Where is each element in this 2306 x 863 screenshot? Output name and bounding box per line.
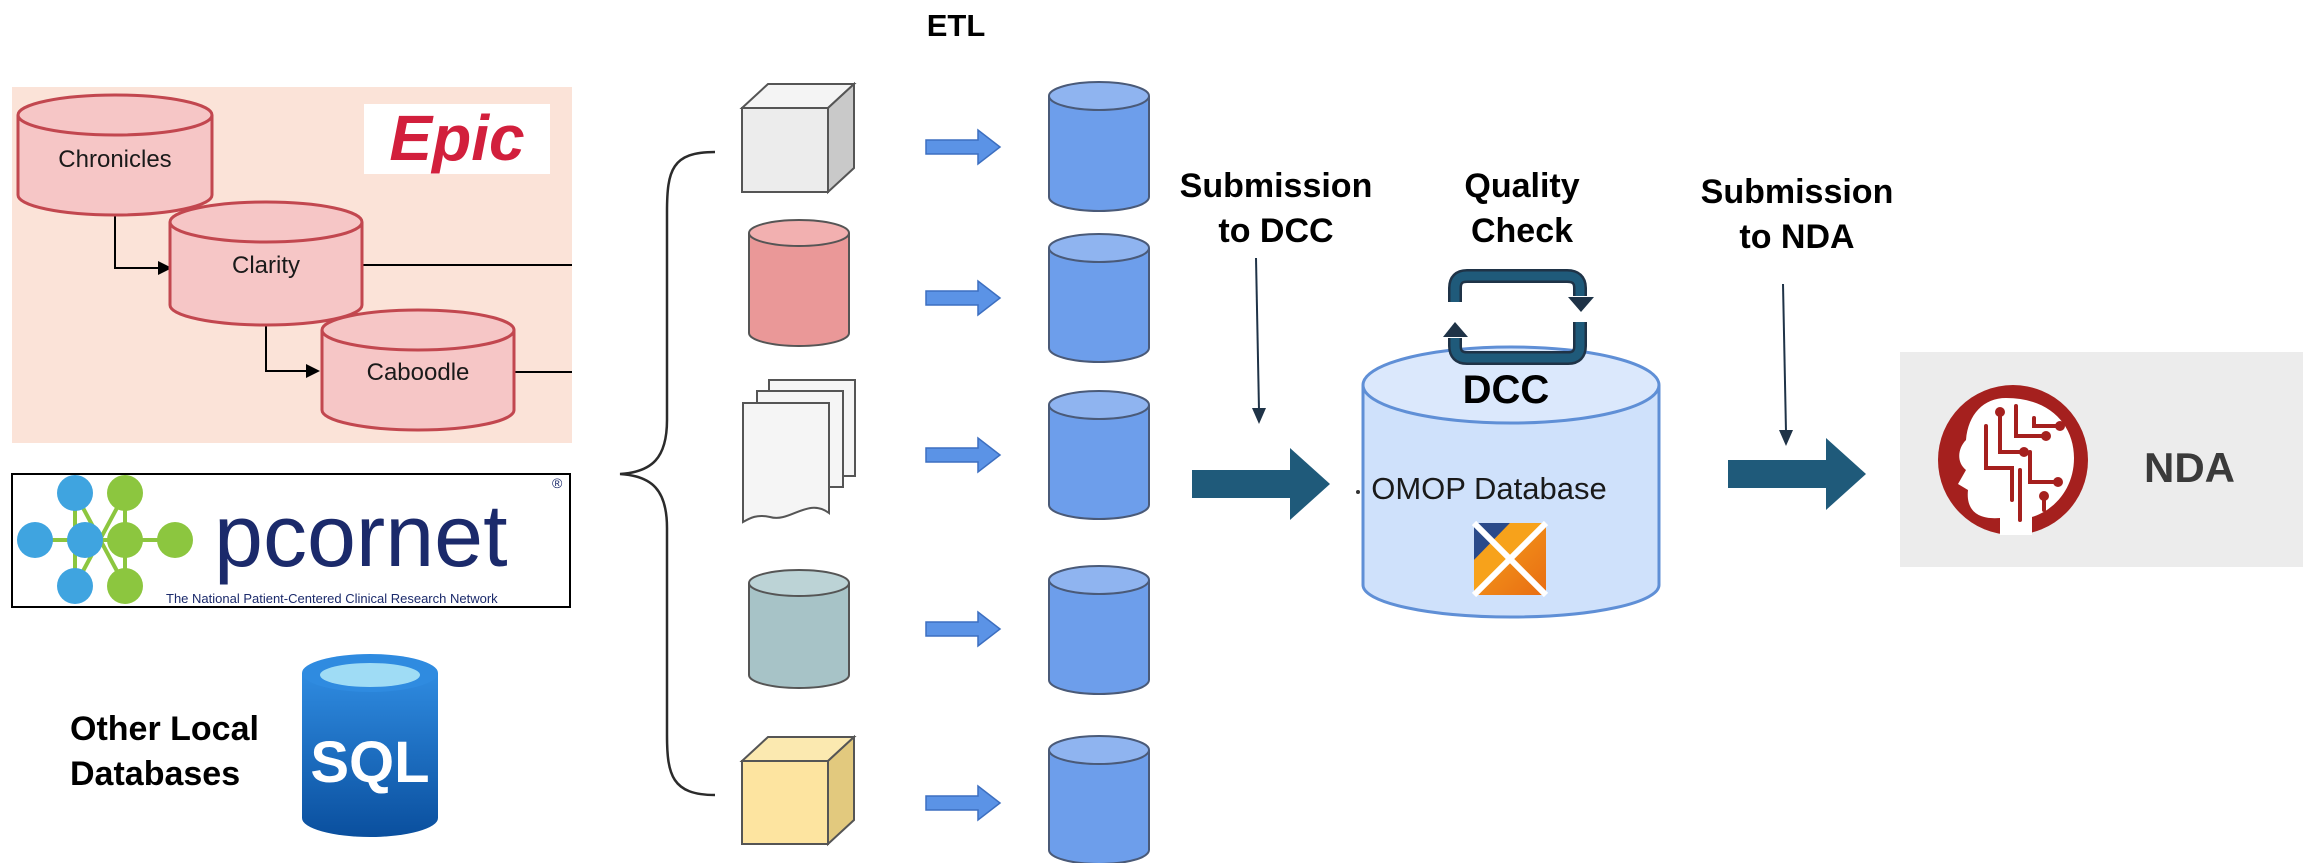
submission-nda-line1: Submission [1701, 173, 1894, 211]
submission-nda-pointer [1779, 283, 1793, 446]
other-databases-line1: Other Local [70, 710, 259, 748]
grouping-brace [619, 150, 716, 797]
submission-dcc-arrow [1192, 448, 1330, 520]
target-cylinder-2 [1048, 233, 1150, 363]
target-cylinder-1 [1048, 81, 1150, 212]
other-databases-source: Other Local Databases SQL [70, 654, 438, 837]
target-cylinder-4 [1048, 565, 1150, 695]
source-cube-gray [739, 81, 857, 195]
quality-check-line2: Check [1471, 212, 1573, 250]
clarity-label: Clarity [232, 252, 300, 279]
nda-logo-panel: NDA [1900, 352, 2303, 567]
source-cube-yellow [739, 734, 857, 847]
etl-title: ETL [927, 8, 986, 43]
submission-nda-arrow [1728, 438, 1866, 510]
source-documents [742, 379, 856, 524]
pcornet-logo-prefix: pcor [214, 486, 385, 585]
nda-brain-icon [1938, 385, 2088, 535]
pcornet-logo-text: pcornet [214, 486, 508, 585]
omop-database-label: OMOP Database [1371, 471, 1606, 506]
source-cylinder-teal [748, 569, 850, 689]
caboodle-label: Caboodle [367, 359, 470, 386]
epic-logo: Epic [364, 102, 550, 174]
sql-database-icon: SQL [302, 654, 438, 837]
submission-dcc-line1: Submission [1180, 167, 1373, 205]
etl-arrow-3 [925, 436, 1002, 474]
epic-logo-text: Epic [389, 102, 524, 174]
submission-nda-line2: to NDA [1739, 218, 1854, 256]
quality-check-cycle-icon [1443, 269, 1594, 365]
arrow-dot [1356, 490, 1360, 494]
chronicles-label: Chronicles [58, 146, 171, 173]
target-cylinder-5 [1048, 735, 1150, 863]
dcc-label: DCC [1463, 368, 1550, 412]
submission-dcc-pointer [1252, 257, 1266, 424]
target-cylinder-3 [1048, 390, 1150, 520]
etl-arrow-4 [925, 610, 1002, 648]
pcornet-network-icon [17, 475, 193, 604]
quality-check-line1: Quality [1464, 167, 1579, 205]
sql-logo-text: SQL [310, 730, 429, 795]
pcornet-tagline: The National Patient-Centered Clinical R… [166, 591, 498, 606]
omop-database-cylinder [1361, 345, 1661, 619]
nda-logo-text: NDA [2144, 444, 2235, 491]
omop-logo-icon [1471, 520, 1549, 598]
pcornet-registered-mark: ® [552, 475, 563, 491]
source-cylinder-red [748, 219, 850, 347]
clarity-database: Clarity [168, 200, 364, 327]
etl-arrow-1 [925, 128, 1002, 166]
etl-arrow-2 [925, 279, 1002, 317]
epic-source-panel: Chronicles Clarity Caboodle Epic [12, 87, 572, 443]
other-databases-line2: Databases [70, 755, 240, 793]
chronicles-database: Chronicles [16, 93, 214, 217]
etl-arrow-5 [925, 784, 1002, 822]
caboodle-database: Caboodle [320, 308, 516, 432]
submission-dcc-line2: to DCC [1218, 212, 1333, 250]
pcornet-logo-suffix: net [385, 486, 507, 585]
pcornet-source-panel: pcornet ® The National Patient-Centered … [11, 473, 571, 608]
